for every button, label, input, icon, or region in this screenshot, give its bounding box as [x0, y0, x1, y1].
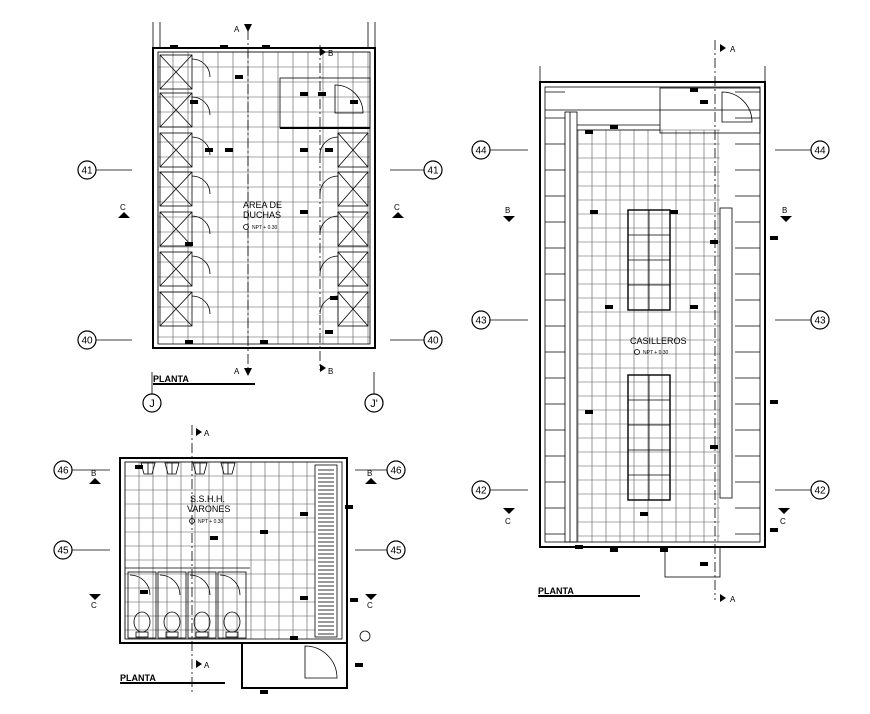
casilleros-tile-grid — [545, 91, 760, 542]
sshh-section-b-left: B — [91, 469, 96, 478]
axis-42-left: 42 — [475, 486, 487, 497]
axis-j-prime: J' — [370, 398, 378, 410]
sshh-section-a-bottom: A — [204, 661, 210, 670]
axis-46-left: 46 — [57, 466, 69, 477]
casilleros-section-a-bottom: A — [730, 595, 736, 604]
sshh-plan-title: PLANTA — [120, 673, 156, 683]
duchas-level-label: NPT + 0.30 — [252, 225, 278, 231]
casilleros-left-bench — [564, 111, 578, 543]
casilleros-right-bench — [719, 207, 733, 499]
sshh-room-label-2: VARONES — [187, 504, 230, 514]
casilleros-outer-wall — [539, 81, 766, 548]
toilet-stalls — [125, 567, 250, 639]
duchas-room-label: AREA DE — [243, 200, 282, 210]
axis-44-right: 44 — [814, 146, 826, 157]
section-b-label-top: B — [328, 49, 333, 58]
axis-46-right: 46 — [390, 466, 402, 477]
sshh-section-c-right: C — [367, 601, 373, 610]
axis-42-right: 42 — [814, 486, 826, 497]
sshh-tile-grid — [124, 461, 315, 639]
section-c-label-right: C — [394, 203, 400, 212]
casilleros-level-label: NPT + 0.30 — [643, 350, 669, 356]
shower-stalls-left — [159, 54, 211, 327]
duchas-room-label-2: DUCHAS — [243, 210, 281, 220]
sshh-section-b-right: B — [367, 469, 372, 478]
washbasin-counter — [314, 464, 338, 638]
section-a-label-bottom: A — [234, 367, 240, 376]
axis-41-right: 41 — [427, 166, 439, 177]
casilleros-section-b-right: B — [782, 206, 787, 215]
casilleros-room-label: CASILLEROS — [630, 336, 687, 346]
casilleros-section-c-right: C — [780, 517, 786, 526]
section-b-label-bottom: B — [328, 367, 333, 376]
sshh-outer-wall — [119, 457, 348, 644]
axis-45-left: 45 — [57, 546, 69, 557]
shower-stalls-right — [319, 132, 369, 327]
plan-sshh: A A B B C C S.S.H.H. VARONES NPT + 0.30 … — [53, 425, 406, 695]
axis-43-right: 43 — [814, 316, 826, 327]
casilleros-section-a-top: A — [730, 45, 736, 54]
annotation-marks — [135, 45, 778, 694]
sshh-annex — [241, 642, 348, 689]
axis-41-left: 41 — [81, 166, 93, 177]
sshh-section-c-left: C — [91, 601, 97, 610]
duchas-plan-title: PLANTA — [153, 374, 189, 384]
casilleros-section-b-left: B — [505, 206, 510, 215]
sshh-section-a-top: A — [204, 429, 210, 438]
axis-40-left: 40 — [81, 336, 93, 347]
axis-45-right: 45 — [390, 546, 402, 557]
plan-duchas: A A B B C C AREA DE DUCHAS NPT + 0.30 PL… — [77, 22, 443, 413]
axis-j: J — [149, 398, 155, 410]
casilleros-plan-title: PLANTA — [538, 586, 574, 596]
section-c-label-left: C — [120, 203, 126, 212]
sshh-room-label: S.S.H.H. — [190, 494, 225, 504]
axis-44-left: 44 — [475, 146, 487, 157]
north-symbol-icon — [359, 630, 371, 642]
urinal-row — [140, 462, 236, 475]
duchas-door-swing — [334, 84, 364, 114]
axis-43-left: 43 — [475, 316, 487, 327]
axis-40-right: 40 — [427, 336, 439, 347]
plan-casilleros: A A B B C C CASILLEROS NPT + 0.30 PLANTA… — [471, 40, 830, 604]
sshh-level-label: NPT + 0.30 — [198, 519, 224, 525]
casilleros-section-c-left: C — [505, 517, 511, 526]
casilleros-service-room — [659, 87, 761, 134]
section-a-label-top: A — [234, 25, 240, 34]
